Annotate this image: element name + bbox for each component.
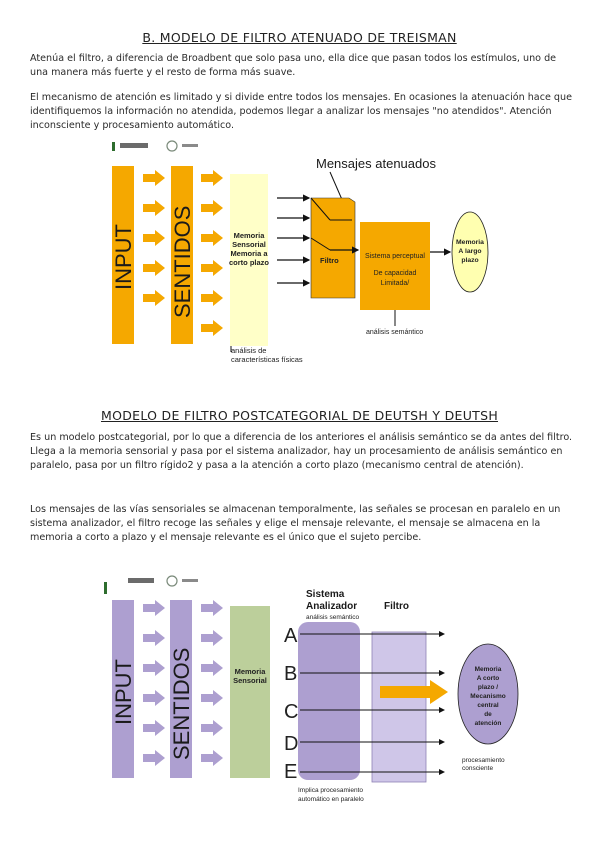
memoria-sensorial-line-1: Memoria — [235, 667, 267, 676]
memoria-line-3: Memoria a — [230, 249, 268, 258]
section2-title: MODELO DE FILTRO POSTCATEGORIAL DE DEUTS… — [100, 408, 499, 423]
sistema-analizador-line-1: Sistema — [306, 589, 345, 600]
procesamiento-line-1: procesamiento — [462, 757, 505, 764]
flow-arrow-icon — [143, 290, 165, 306]
flow-arrow-icon — [201, 260, 223, 276]
flow-arrow-icon — [201, 660, 223, 676]
memoria-box — [230, 174, 268, 346]
implica-line-1: Implica procesamiento — [298, 787, 363, 794]
memoria-largo-line-3: plazo — [461, 257, 478, 264]
channel-letter-e: E — [284, 761, 297, 783]
filtro-label: Filtro — [320, 256, 339, 265]
flow-arrow-icon — [143, 200, 165, 216]
flow-arrow-icon — [143, 630, 165, 646]
memoria-corto-line-1: Memoria — [475, 666, 502, 673]
sentidos-label: SENTIDOS — [170, 206, 195, 318]
flow-arrow-icon — [143, 600, 165, 616]
flow-arrow-icon — [201, 230, 223, 246]
logo-mark — [104, 582, 107, 594]
flow-arrow-icon — [201, 600, 223, 616]
flow-arrow-icon — [143, 230, 165, 246]
flow-arrow-icon — [201, 630, 223, 646]
memoria-sensorial-box — [230, 606, 270, 778]
flow-arrow-icon — [201, 750, 223, 766]
analisis-fisicas-line-1: análisis de — [231, 346, 266, 355]
memoria-corto-line-5: central — [477, 702, 499, 709]
sistema-perceptual-line-3: Limitada/ — [381, 280, 409, 287]
memoria-line-4: corto plazo — [229, 258, 269, 267]
treisman-diagram: INPUT SENTIDOS Memoria Sensorial Memoria… — [111, 140, 489, 364]
memoria-largo-plazo-ellipse — [451, 211, 489, 293]
flow-arrow-icon — [143, 260, 165, 276]
memoria-line-2: Sensorial — [232, 240, 266, 249]
sentidos-bar — [170, 600, 192, 778]
sistema-perceptual-line-2: De capacidad — [374, 270, 417, 277]
procesamiento-line-2: consciente — [462, 765, 493, 772]
sentidos-label: SENTIDOS — [169, 648, 194, 760]
implica-line-2: automático en paralelo — [298, 796, 364, 803]
selection-arrow — [380, 680, 448, 704]
sistema-analizador-box — [298, 622, 360, 780]
flow-arrow-icon — [201, 170, 223, 186]
flow-arrow-icon — [201, 200, 223, 216]
sentidos-arrows — [201, 170, 223, 336]
deutsch-diagram: INPUT SENTIDOS Memoria Sensorial Sistema… — [104, 575, 519, 803]
channel-letter-a: A — [284, 625, 298, 647]
sistema-analizador-sublabel: análisis semántico — [306, 614, 359, 621]
memoria-corto-plazo-ellipse — [457, 643, 519, 745]
sistema-perceptual-line-1: Sistema perceptual — [365, 253, 425, 260]
memoria-sensorial-line-2: Sensorial — [233, 676, 267, 685]
sentidos-arrows — [201, 600, 223, 766]
memoria-corto-line-7: atención — [475, 720, 502, 727]
sistema-analizador-line-2: Analizador — [306, 601, 357, 612]
filtro-box — [371, 631, 427, 783]
logo-mark — [128, 578, 154, 583]
sentidos-bar — [171, 166, 193, 344]
flow-arrow-icon — [201, 720, 223, 736]
logo-mark — [182, 579, 198, 582]
flow-arrow-icon — [143, 690, 165, 706]
memoria-corto-line-3: plazo / — [478, 684, 498, 691]
channel-letter-c: C — [284, 701, 298, 723]
input-arrows — [143, 600, 165, 766]
flow-arrow-icon — [143, 750, 165, 766]
logo-seal-icon — [166, 140, 178, 152]
section1-paragraph-2: El mecanismo de atención es limitado y s… — [30, 92, 572, 131]
section2-paragraph-2: Los mensajes de las vías sensoriales se … — [30, 504, 561, 543]
channel-letter-d: D — [284, 733, 298, 755]
memoria-corto-line-4: Mecanismo — [470, 693, 505, 700]
flow-arrow-icon — [143, 660, 165, 676]
section2-paragraph-1: Es un modelo postcategorial, por lo que … — [30, 432, 573, 471]
memoria-corto-line-2: A corto — [477, 675, 500, 682]
memoria-largo-line-2: A largo — [458, 248, 481, 255]
logo-mark — [112, 142, 115, 151]
memoria-corto-line-6: de — [484, 711, 492, 718]
input-bar — [112, 166, 134, 344]
memoria-largo-line-1: Memoria — [456, 239, 484, 246]
input-label: INPUT — [111, 659, 136, 725]
section1-title: B. MODELO DE FILTRO ATENUADO DE TREISMAN — [142, 30, 457, 45]
analisis-fisicas-line-2: características físicas — [231, 355, 303, 364]
logo-mark — [120, 143, 148, 148]
input-arrows — [143, 170, 165, 306]
flow-arrow-icon — [143, 720, 165, 736]
input-label: INPUT — [111, 224, 136, 290]
logo-mark — [182, 144, 198, 147]
logo-seal-icon — [166, 575, 178, 587]
flow-arrow-icon — [201, 290, 223, 306]
flow-arrow-icon — [201, 690, 223, 706]
section1-paragraph-1: Atenúa el filtro, a diferencia de Broadb… — [30, 53, 557, 78]
memoria-line-1: Memoria — [234, 231, 266, 240]
input-bar — [112, 600, 134, 778]
sistema-perceptual-box — [360, 222, 430, 310]
filtro-box — [310, 197, 356, 299]
flow-arrow-icon — [201, 320, 223, 336]
flow-arrow-icon — [143, 170, 165, 186]
channel-letter-b: B — [284, 663, 297, 685]
mensajes-atenuados-label: Mensajes atenuados — [316, 156, 436, 171]
filtro-header: Filtro — [384, 601, 409, 612]
analisis-semantico-label: análisis semántico — [366, 329, 423, 336]
